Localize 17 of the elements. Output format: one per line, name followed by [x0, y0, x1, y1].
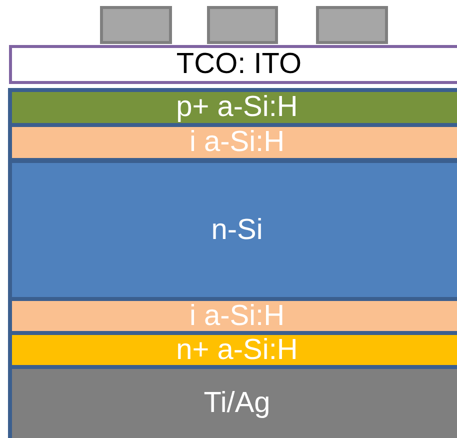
layer-label: i a-Si:H — [189, 302, 285, 330]
layer-label: Ti/Ag — [204, 389, 270, 418]
intrinsic-layer — [12, 301, 457, 331]
intrinsic-layer — [12, 127, 457, 158]
contact-pad — [207, 6, 278, 44]
layer-label: i a-Si:H — [189, 128, 285, 157]
contact-pad — [100, 6, 172, 44]
layer-label: n-Si — [211, 216, 263, 244]
layer-label: TCO: ITO — [176, 50, 302, 79]
n-doped-layer — [12, 335, 457, 365]
p-doped-layer — [12, 92, 457, 123]
metal-layer — [12, 369, 457, 438]
layer-label: n+ a-Si:H — [176, 336, 298, 364]
layer-label: p+ a-Si:H — [176, 93, 298, 122]
wafer-layer — [12, 163, 457, 297]
contact-pad — [316, 6, 388, 44]
tco-layer — [9, 45, 457, 84]
